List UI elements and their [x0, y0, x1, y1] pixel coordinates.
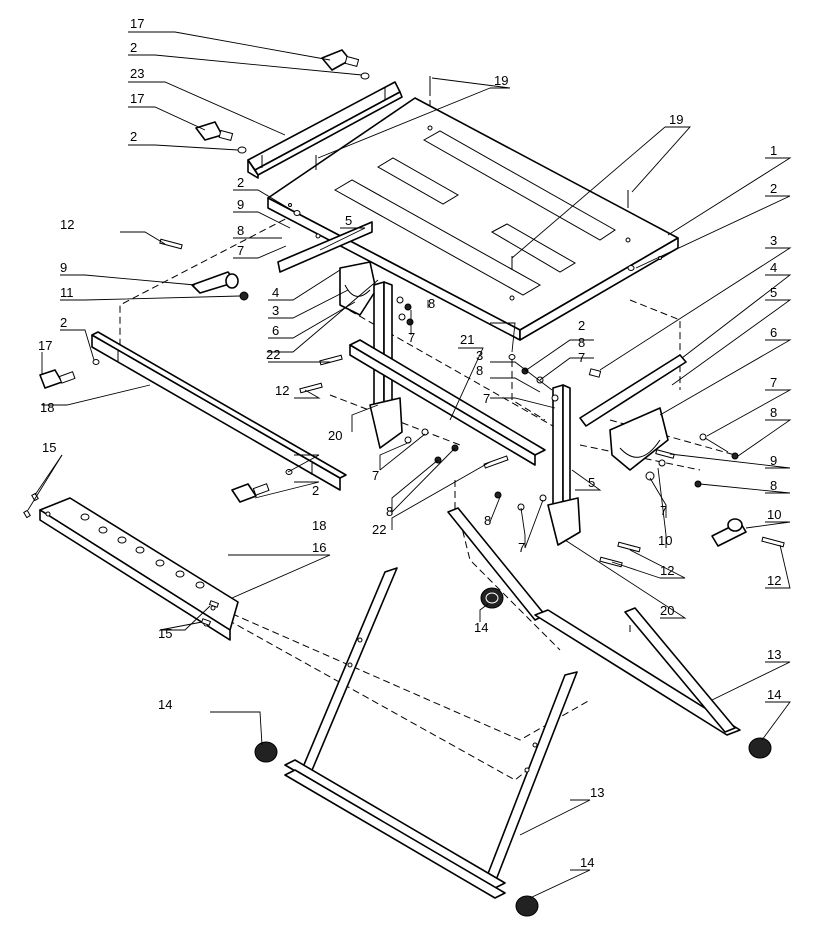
lock-handle-top	[321, 49, 360, 71]
label-20: 20	[660, 603, 674, 618]
right-hinge-bracket	[609, 407, 669, 471]
label-12: 12	[767, 573, 781, 588]
label-23: 23	[130, 66, 144, 81]
label-17: 17	[130, 91, 144, 106]
label-13: 13	[590, 785, 604, 800]
label-12: 12	[60, 217, 74, 232]
label-8: 8	[770, 405, 777, 420]
right-post	[547, 384, 581, 546]
label-8: 8	[578, 335, 585, 350]
label-2: 2	[60, 315, 67, 330]
label-2: 2	[237, 175, 244, 190]
front-fence-bar	[91, 331, 347, 491]
label-2: 2	[578, 318, 585, 333]
label-8: 8	[428, 296, 435, 311]
foot-cap-rear-right	[748, 737, 772, 759]
label-9: 9	[237, 197, 244, 212]
screws-15	[23, 492, 220, 626]
label-8: 8	[770, 478, 777, 493]
washers	[92, 72, 635, 475]
lock-lever-right	[711, 518, 747, 547]
fence-rail	[247, 81, 403, 179]
label-7: 7	[518, 540, 525, 555]
label-19: 19	[494, 73, 508, 88]
label-17: 18	[312, 518, 326, 533]
label-7: 7	[660, 503, 667, 518]
lock-handle-bottom	[231, 483, 270, 503]
label-14: 14	[580, 855, 594, 870]
label-7: 7	[483, 391, 490, 406]
rear-leg-frame	[447, 507, 741, 736]
label-15: 15	[158, 626, 172, 641]
label-17: 17	[38, 338, 52, 353]
lock-handle-upper-left	[195, 121, 234, 142]
label-16: 16	[312, 540, 326, 555]
label-22: 22	[372, 522, 386, 537]
right-support-rail	[579, 354, 687, 427]
foot-cap-front-left	[254, 741, 278, 763]
leader-lines	[27, 31, 792, 899]
label-10: 10	[767, 507, 781, 522]
label-7: 7	[770, 375, 777, 390]
label-2: 2	[130, 40, 137, 55]
cross-bar	[349, 339, 546, 466]
label-18: 18	[40, 400, 54, 415]
foot-cap-rear-left	[480, 587, 504, 609]
label-7: 7	[578, 350, 585, 365]
label-4: 4	[272, 285, 279, 300]
label-7: 7	[408, 330, 415, 345]
lock-lever-left	[159, 238, 249, 301]
label-14: 14	[158, 697, 172, 712]
left-support-rail	[277, 221, 373, 273]
label-5: 5	[770, 285, 777, 300]
label-6: 6	[272, 323, 279, 338]
label-11: 11	[60, 285, 74, 300]
label-3: 3	[272, 303, 279, 318]
label-17: 17	[130, 16, 144, 31]
label-5: 5	[588, 475, 595, 490]
label-2: 2	[312, 483, 319, 498]
screws-19	[315, 76, 629, 270]
label-8: 8	[476, 363, 483, 378]
label-22: 22	[266, 347, 280, 362]
label-8: 8	[484, 513, 491, 528]
label-11: 10	[658, 533, 672, 548]
label-20: 20	[328, 428, 342, 443]
label-3: 3	[770, 233, 777, 248]
label-2: 2	[770, 181, 777, 196]
label-13: 13	[767, 647, 781, 662]
left-hinge-bracket	[339, 261, 377, 316]
label-10: 9	[60, 260, 67, 275]
label-8: 8	[237, 223, 244, 238]
label-12: 12	[275, 383, 289, 398]
label-12: 12	[660, 563, 674, 578]
label-9: 9	[770, 453, 777, 468]
hardware-group-center	[299, 296, 785, 568]
front-leg-frame	[284, 567, 578, 899]
mounting-plate	[39, 497, 239, 641]
table-top	[267, 97, 679, 341]
label-7: 7	[237, 243, 244, 258]
label-15: 15	[42, 440, 56, 455]
label-19: 19	[669, 112, 683, 127]
label-14: 14	[474, 620, 488, 635]
label-1: 1	[770, 143, 777, 158]
part-labels: 17 2 23 17 2 19 19 1 2 3 4 5 6 7 8 9 8 1…	[38, 16, 781, 870]
label-2: 2	[130, 129, 137, 144]
label-14: 14	[767, 687, 781, 702]
lock-handle-left	[39, 369, 76, 389]
label-4: 4	[770, 260, 777, 275]
foot-cap-front-right	[515, 895, 539, 917]
label-21: 21	[460, 332, 474, 347]
label-3: 3	[476, 348, 483, 363]
label-5: 5	[345, 213, 352, 228]
label-6: 6	[770, 325, 777, 340]
label-7: 7	[372, 468, 379, 483]
label-8: 8	[386, 504, 393, 519]
